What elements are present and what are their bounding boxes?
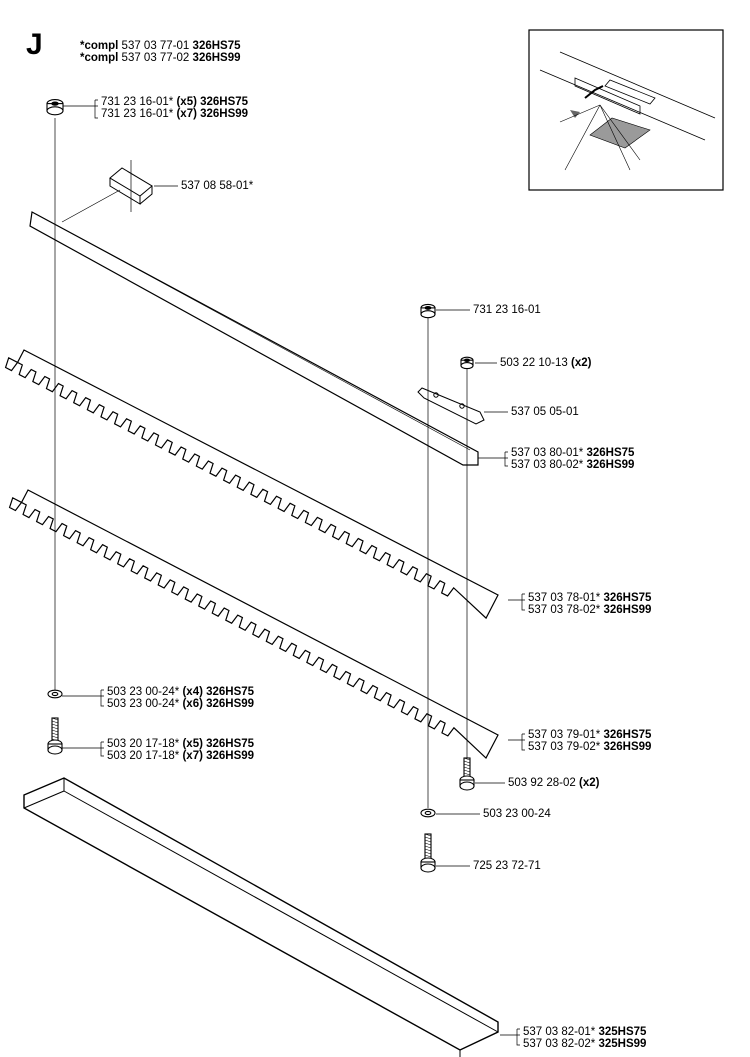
plate-part xyxy=(417,387,485,425)
guard-part xyxy=(23,777,499,1057)
callout-line: 731 23 16-01* (x5) 326HS75 xyxy=(101,96,249,108)
callout-line: 537 05 05-01 xyxy=(511,406,579,418)
washer xyxy=(420,808,436,818)
callout-line: 537 03 79-01* 326HS75 xyxy=(528,729,652,741)
callout-line: 503 23 00-24 xyxy=(483,808,551,820)
callout-line: 725 23 72-71 xyxy=(473,860,541,872)
callout-line: 537 03 82-01* 325HS75 xyxy=(523,1026,647,1038)
header-line-1: *compl 537 03 77-01 326HS75 xyxy=(80,40,241,52)
hex-nut xyxy=(420,303,436,319)
callout-plate-right: 537 05 05-01 xyxy=(511,406,579,418)
bolt xyxy=(420,833,436,873)
callout-line: 503 23 00-24* (x4) 326HS75 xyxy=(107,686,255,698)
callout-line: 537 03 78-01* 326HS75 xyxy=(528,592,652,604)
callout-line: 537 03 80-01* 326HS75 xyxy=(511,447,635,459)
header-line-2: *compl 537 03 77-02 326HS99 xyxy=(80,52,241,64)
callout-line: 537 03 82-02* 325HS99 xyxy=(523,1038,647,1050)
callout-line: 503 92 28-02 (x2) xyxy=(508,777,600,789)
callout-line: 503 20 17-18* (x5) 326HS75 xyxy=(107,738,255,750)
callout-line: 537 03 79-02* 326HS99 xyxy=(528,741,652,753)
callout-line: 537 03 80-02* 326HS99 xyxy=(511,459,635,471)
upper-blade-part xyxy=(4,349,499,620)
callout-line: 503 22 10-13 (x2) xyxy=(500,357,592,369)
washer xyxy=(47,689,63,699)
lower-blade-part xyxy=(8,489,499,760)
callout-line: 537 08 58-01* xyxy=(181,180,254,192)
hex-nut xyxy=(460,356,474,370)
callout-line: 731 23 16-01* (x7) 326HS99 xyxy=(101,108,249,120)
callout-screw-right: 503 92 28-02 (x2) xyxy=(508,777,599,789)
callout-nut-right: 731 23 16-01 xyxy=(473,304,541,316)
callout-line: 503 23 00-24* (x6) 326HS99 xyxy=(107,698,255,710)
hex-nut xyxy=(46,99,64,116)
bar-part xyxy=(29,211,479,466)
section-letter: J xyxy=(26,28,43,61)
inset-detail xyxy=(528,29,724,191)
callout-nut-small-right: 503 22 10-13 (x2) xyxy=(500,357,591,369)
bolt xyxy=(47,717,63,755)
callout-line: 503 20 17-18* (x7) 326HS99 xyxy=(107,750,255,762)
callout-line: 537 03 78-02* 326HS99 xyxy=(528,604,652,616)
callout-clip: 537 08 58-01* xyxy=(181,180,253,192)
clip-part xyxy=(109,167,153,205)
callout-washer-right: 503 23 00-24 xyxy=(483,808,551,820)
callout-bolt-right: 725 23 72-71 xyxy=(473,860,541,872)
callout-line: 731 23 16-01 xyxy=(473,304,541,316)
screw xyxy=(459,757,475,791)
